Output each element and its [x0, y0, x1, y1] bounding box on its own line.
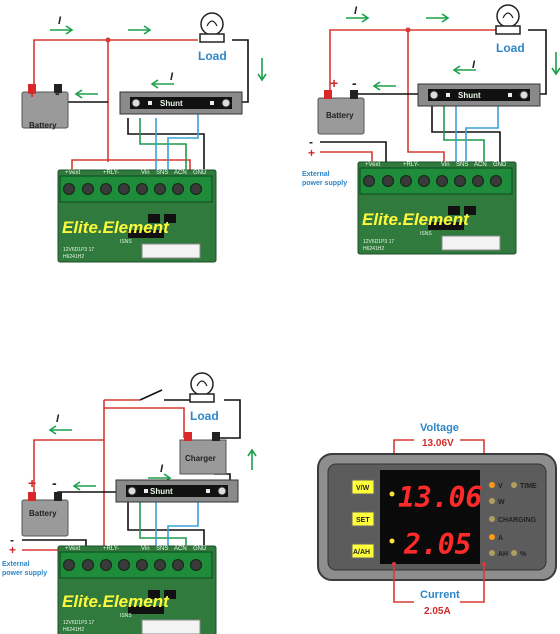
indicator-v-led: [489, 482, 495, 488]
ext-supply-plus: +: [308, 146, 315, 160]
battery-label: Battery: [29, 509, 57, 518]
pcb-brand: Elite.Element: [62, 592, 170, 611]
pcb-small-text: 12V6D1P3 17: [63, 620, 94, 626]
indicator-time-led: [511, 482, 517, 488]
battery-label: Battery: [326, 111, 354, 120]
indicator-v: V: [498, 483, 503, 490]
button-vw[interactable]: V/W: [351, 479, 375, 495]
button-aah-label: A/AH: [353, 549, 370, 556]
ext-supply-minus: -: [309, 135, 313, 149]
ext-supply-label: External: [2, 561, 30, 568]
button-set[interactable]: SET: [351, 511, 375, 527]
indicator-time: TIME: [520, 483, 537, 490]
pcb-header-vin: Vin: [441, 162, 450, 168]
pcb-isns-text: ISNS: [120, 239, 132, 245]
display-bottom: 2.05: [403, 528, 471, 561]
led-voltage-line: [389, 491, 395, 497]
indicator-ah: AH: [498, 551, 508, 558]
charger-label: Charger: [185, 454, 216, 463]
pcb-isns-text: ISNS: [420, 231, 432, 237]
pcb-header-rly: +RLY-: [403, 162, 419, 168]
current-symbol: I: [56, 413, 60, 425]
voltage-label: Voltage: [420, 422, 459, 434]
button-aah[interactable]: A/AH: [351, 543, 375, 559]
battery-label: Battery: [29, 121, 57, 130]
pcb-header-sns: SNS: [156, 546, 168, 552]
battery-plus: +: [28, 475, 36, 491]
pcb-header-gnd: GND: [193, 170, 207, 176]
voltage-reading: 13.06V: [422, 438, 454, 449]
load-label: Load: [190, 409, 219, 423]
battery-minus: -: [352, 75, 357, 91]
ext-supply-label: power supply: [2, 570, 47, 577]
button-vw-label: V/W: [356, 485, 370, 492]
button-set-label: SET: [356, 517, 370, 524]
pcb-header-vext: +Vext: [65, 170, 81, 176]
ext-supply-label: power supply: [302, 180, 347, 187]
indicator-w: W: [498, 499, 505, 506]
pcb-small-text: H6241H2: [363, 246, 384, 252]
current-symbol: I: [58, 15, 62, 27]
battery-plus: +: [330, 75, 338, 91]
indicator-a-led: [489, 534, 495, 540]
ext-supply-label: External: [302, 171, 330, 178]
shunt-label: Shunt: [458, 91, 481, 100]
pcb-small-text: H6241H2: [63, 627, 84, 633]
current-symbol: I: [354, 5, 358, 17]
current-symbol: I: [472, 59, 476, 71]
load-label: Load: [496, 41, 525, 55]
panel-battery-load-external-supply: I I Load Battery + - Shunt - + External …: [302, 4, 560, 255]
pcb-brand: Elite.Element: [362, 210, 470, 229]
indicator-percent-led: [511, 550, 517, 556]
pcb-brand: Elite.Element: [62, 218, 170, 237]
indicator-a: A: [498, 535, 503, 542]
load-label: Load: [198, 49, 227, 63]
battery-minus: -: [55, 85, 60, 101]
pcb-header-rly: +RLY-: [103, 546, 119, 552]
pcb-small-text: 12V6D1P3 17: [363, 239, 394, 245]
pcb-header-sns: SNS: [156, 170, 168, 176]
shunt-label: Shunt: [160, 99, 183, 108]
current-symbol: I: [170, 71, 174, 83]
pcb-header-vin: Vin: [141, 170, 150, 176]
pcb-header-vin: Vin: [141, 546, 150, 552]
ext-supply-plus: +: [9, 543, 16, 557]
pcb-header-vext: +Vext: [65, 546, 81, 552]
pcb-header-rly: +RLY-: [103, 170, 119, 176]
current-label: Current: [420, 589, 460, 601]
pcb-header-gnd: GND: [193, 546, 207, 552]
pcb-header-acn: ACN: [174, 170, 187, 176]
led-current-line: [389, 538, 395, 544]
pcb-isns-text: ISNS: [120, 613, 132, 619]
panel-battery-charger-load: I I Load Charger Battery + - Shunt - + E…: [2, 372, 257, 634]
meter-body: [317, 453, 557, 581]
pcb-small-text: 12V6D1P3 17: [63, 247, 94, 253]
panel-battery-load: I I Load Battery + - Shunt +Vext +RLY- V…: [21, 12, 267, 263]
pcb-header-vext: +Vext: [365, 162, 381, 168]
indicator-charging: CHARGING: [498, 517, 537, 524]
pcb-small-text: H6241H2: [63, 254, 84, 260]
indicator-w-led: [489, 498, 495, 504]
charger: [179, 432, 227, 475]
display-top: 13.06: [398, 481, 482, 514]
current-reading: 2.05A: [424, 606, 451, 617]
panel-meter: Voltage 13.06V V/W SET A/AH 13.06 2.05 V: [317, 422, 557, 617]
pcb-header-acn: ACN: [174, 546, 187, 552]
indicator-charging-led: [489, 516, 495, 522]
indicator-percent: %: [520, 551, 527, 558]
battery-minus: -: [52, 475, 57, 491]
pcb-header-gnd: GND: [493, 162, 507, 168]
shunt-label: Shunt: [150, 487, 173, 496]
ext-supply-minus: -: [10, 533, 14, 547]
indicator-ah-led: [489, 550, 495, 556]
pcb-header-acn: ACN: [474, 162, 487, 168]
pcb-header-sns: SNS: [456, 162, 468, 168]
current-symbol: I: [160, 463, 164, 475]
battery-plus: +: [28, 85, 36, 101]
